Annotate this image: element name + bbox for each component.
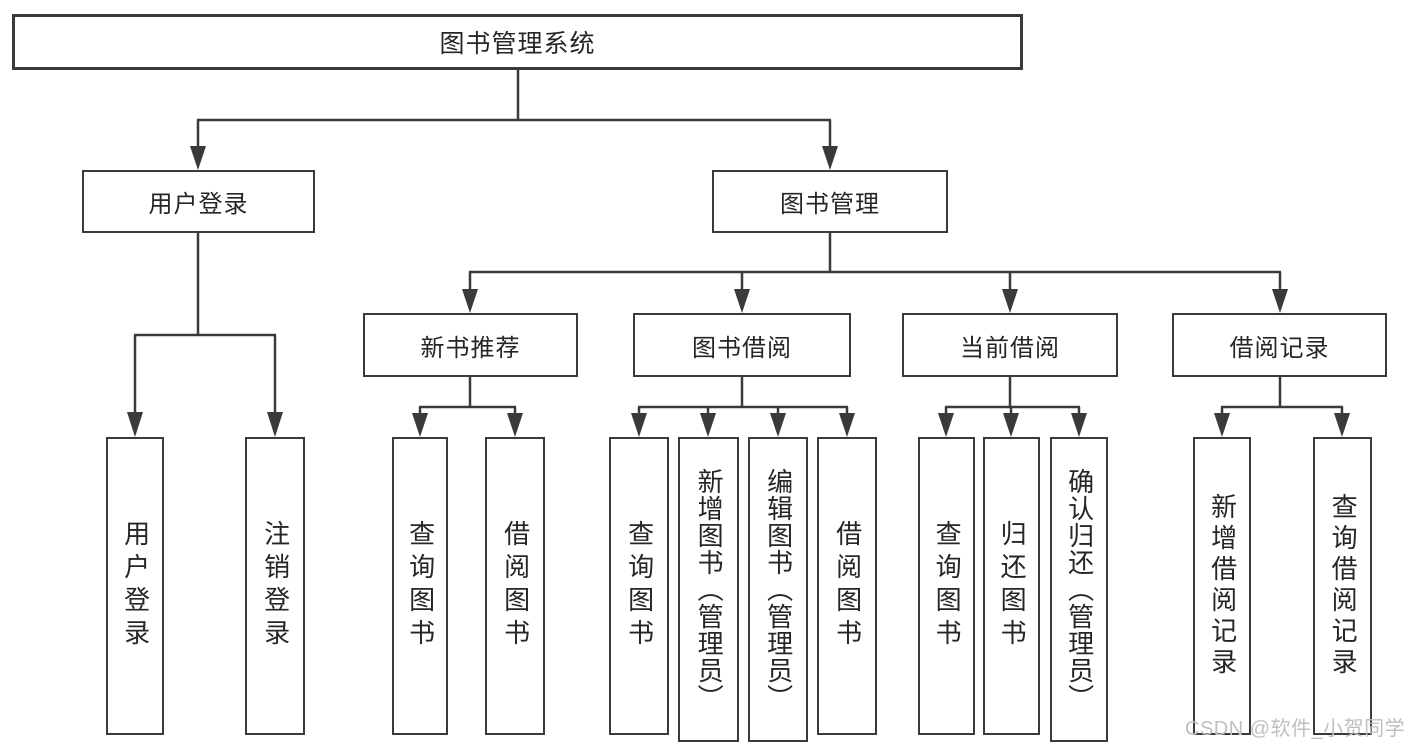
node-borrow-records-label: 借阅记录 [1229, 334, 1330, 362]
node-current-borrow: 当前借阅 [902, 313, 1118, 377]
leaf-add-borrow-record-label: 新增借阅记录 [1207, 493, 1238, 679]
node-book-management: 图书管理 [712, 170, 948, 233]
leaf-add-books-admin-label: 新增图书（管理员） [694, 468, 725, 711]
leaf-edit-books-admin: 编辑图书（管理员） [748, 437, 808, 742]
leaf-add-borrow-record: 新增借阅记录 [1193, 437, 1251, 735]
node-new-book-recommend-label: 新书推荐 [420, 334, 521, 362]
node-book-management-label: 图书管理 [780, 191, 880, 218]
arrowhead-l11 [1071, 413, 1087, 437]
arrowhead-borrow [734, 289, 750, 313]
arrowhead-l6 [700, 413, 716, 437]
leaf-return-books: 归还图书 [983, 437, 1040, 735]
arrowhead-l13 [1334, 413, 1350, 437]
leaf-query-books-current: 查询图书 [918, 437, 975, 735]
leaf-confirm-return-admin: 确认归还（管理员） [1050, 437, 1108, 742]
leaf-query-books-borrow-label: 查询图书 [624, 520, 655, 652]
arrowhead-recommend [462, 289, 478, 313]
arrowhead-l3 [412, 413, 428, 437]
leaf-add-books-admin: 新增图书（管理员） [678, 437, 739, 742]
leaf-logout: 注销登录 [245, 437, 305, 735]
node-new-book-recommend: 新书推荐 [363, 313, 578, 377]
node-book-borrow: 图书借阅 [633, 313, 851, 377]
arrowhead-l9 [938, 413, 954, 437]
arrowhead-records [1272, 289, 1288, 313]
leaf-user-login: 用户登录 [106, 437, 164, 735]
leaf-return-books-label: 归还图书 [997, 520, 1028, 652]
node-library-system: 图书管理系统 [12, 14, 1023, 70]
leaf-query-books-current-label: 查询图书 [932, 520, 963, 652]
arrowhead-l7 [770, 413, 786, 437]
leaf-confirm-return-admin-label: 确认归还（管理员） [1064, 468, 1095, 711]
leaf-borrow-books: 借阅图书 [817, 437, 877, 735]
node-library-system-label: 图书管理系统 [439, 30, 596, 58]
arrowhead-book-mgmt [822, 146, 838, 170]
arrowhead-l10 [1003, 413, 1019, 437]
csdn-watermark: CSDN @软件_小贺同学 [1185, 718, 1405, 740]
leaf-query-borrow-record: 查询借阅记录 [1313, 437, 1372, 735]
node-user-login: 用户登录 [82, 170, 315, 233]
arrowhead-leaf-logout [267, 412, 283, 437]
leaf-query-borrow-record-label: 查询借阅记录 [1328, 493, 1359, 679]
arrowhead-l12 [1214, 413, 1230, 437]
node-user-login-label: 用户登录 [148, 191, 249, 218]
leaf-edit-books-admin-label: 编辑图书（管理员） [763, 468, 794, 711]
leaf-query-books-recommend: 查询图书 [392, 437, 448, 735]
leaf-query-books-recommend-label: 查询图书 [405, 520, 436, 652]
leaf-borrow-books-label: 借阅图书 [832, 520, 863, 652]
arrowhead-current [1002, 289, 1018, 313]
arrowhead-l5 [631, 413, 647, 437]
leaf-borrow-books-recommend: 借阅图书 [485, 437, 545, 735]
leaf-query-books-borrow: 查询图书 [609, 437, 669, 735]
arrowhead-user-login [190, 146, 206, 170]
node-borrow-records: 借阅记录 [1172, 313, 1387, 377]
leaf-user-login-label: 用户登录 [120, 520, 151, 652]
node-book-borrow-label: 图书借阅 [692, 334, 792, 362]
leaf-logout-label: 注销登录 [260, 520, 291, 652]
leaf-borrow-books-recommend-label: 借阅图书 [500, 520, 531, 652]
arrowhead-leaf-login [127, 412, 143, 437]
arrowhead-l4 [507, 413, 523, 437]
arrowhead-l8 [839, 413, 855, 437]
node-current-borrow-label: 当前借阅 [960, 334, 1060, 362]
